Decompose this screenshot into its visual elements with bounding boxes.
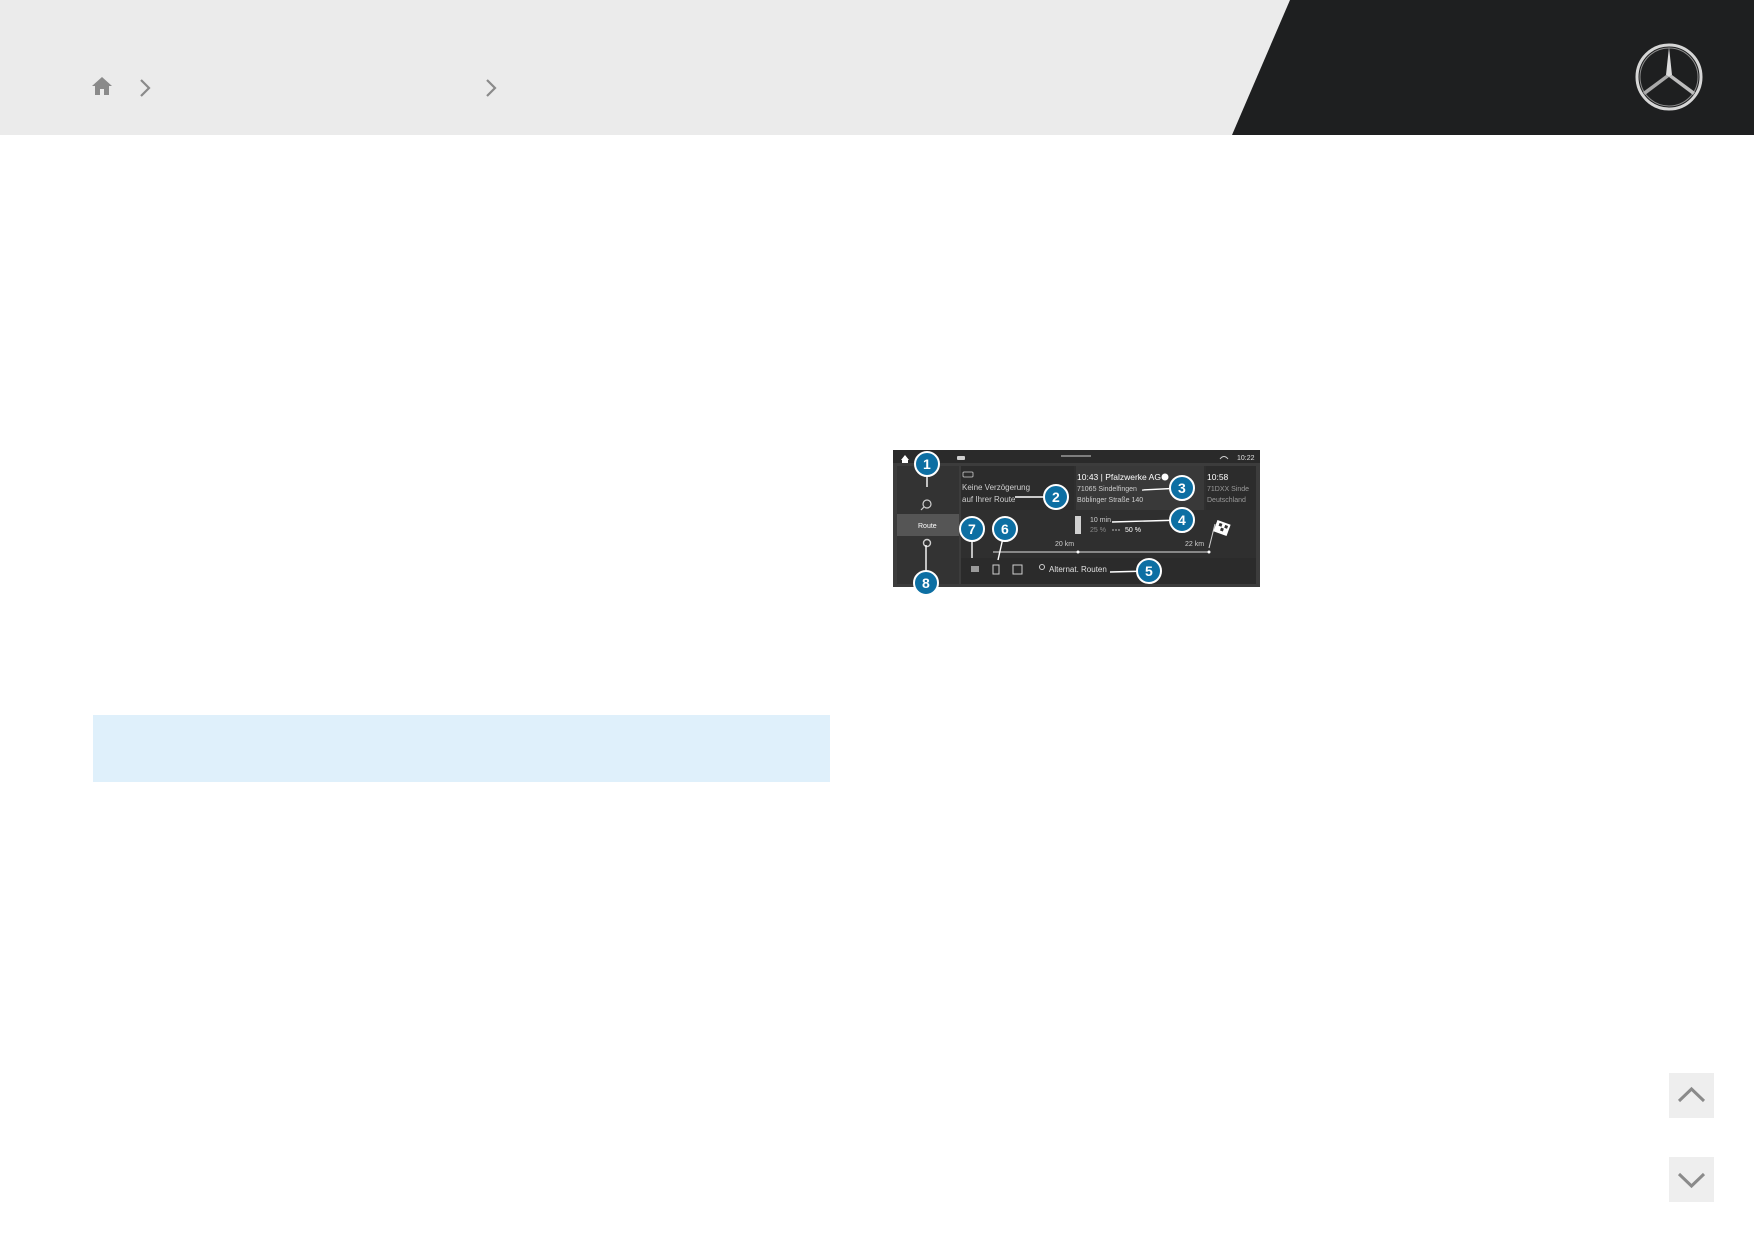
charge-duration: 10 min [1090,517,1111,524]
svg-text:5: 5 [1145,563,1153,579]
callout-8: 8 [913,570,939,596]
car-toggle-icon [971,566,979,572]
car-icon [957,456,965,460]
svg-text:7: 7 [968,521,976,537]
search-icon [922,499,932,509]
fuel-station-icon [992,564,1000,575]
svg-text:6: 6 [1001,521,1009,537]
alternative-routes-icon [1039,564,1045,570]
next-country: Deutschland [1207,497,1246,504]
destination-city: 71065 Sindelfingen [1077,486,1137,493]
callout-7: 7 [959,516,985,542]
traffic-line1: Keine Verzögerung [962,483,1030,492]
chevron-up-icon [1677,1086,1706,1103]
chevron-right-icon [140,79,151,97]
distance-first: 20 km [1055,541,1074,548]
home-icon [901,455,909,463]
chevron-right-icon [486,79,497,97]
route-tab-label: Route [918,523,937,530]
callout-4: 4 [1169,507,1195,533]
destination-eta: 10:43 | Pfalzwerke AG [1077,472,1161,482]
distance-second: 22 km [1185,541,1204,548]
status-time: 10:22 [1237,455,1255,462]
callout-1: 1 [914,451,940,477]
destination-street: Böblinger Straße 140 [1077,497,1143,504]
svg-text:3: 3 [1178,480,1186,496]
scroll-up-button[interactable] [1669,1073,1714,1118]
charge-soc-from: 25 % [1090,527,1106,534]
header-dark-panel [1232,0,1754,135]
mercedes-star-logo [1635,43,1703,111]
charge-soc-to: 50 % [1125,527,1141,534]
svg-text:1: 1 [923,456,931,472]
chevron-down-icon [1677,1172,1706,1189]
callout-3: 3 [1169,475,1195,501]
svg-text:2: 2 [1052,489,1060,505]
parking-icon [1012,564,1023,575]
scroll-down-button[interactable] [1669,1157,1714,1202]
route-tab-bg [897,514,959,536]
callout-6: 6 [992,516,1018,542]
settings-icon [922,538,932,548]
home-icon[interactable] [91,75,113,97]
traffic-icon [962,471,974,478]
finish-flag-icon [1208,519,1231,549]
svg-text:4: 4 [1178,512,1186,528]
close-icon [1161,473,1169,481]
callout-5: 5 [1136,558,1162,584]
statusbar: 10:22 [901,455,1255,463]
alt-routes-label: Alternat. Routen [1049,565,1107,574]
svg-text:8: 8 [922,575,930,591]
callout-2: 2 [1043,484,1069,510]
wifi-icon [1219,456,1229,460]
charger-icon [1075,516,1081,534]
info-box [93,715,830,782]
traffic-line2: auf Ihrer Route [962,495,1016,504]
next-eta: 10:58 [1207,472,1229,482]
next-city: 71DXX Sinde [1207,486,1249,493]
callout-layer: 1 2 3 4 5 6 7 8 [913,451,1195,596]
